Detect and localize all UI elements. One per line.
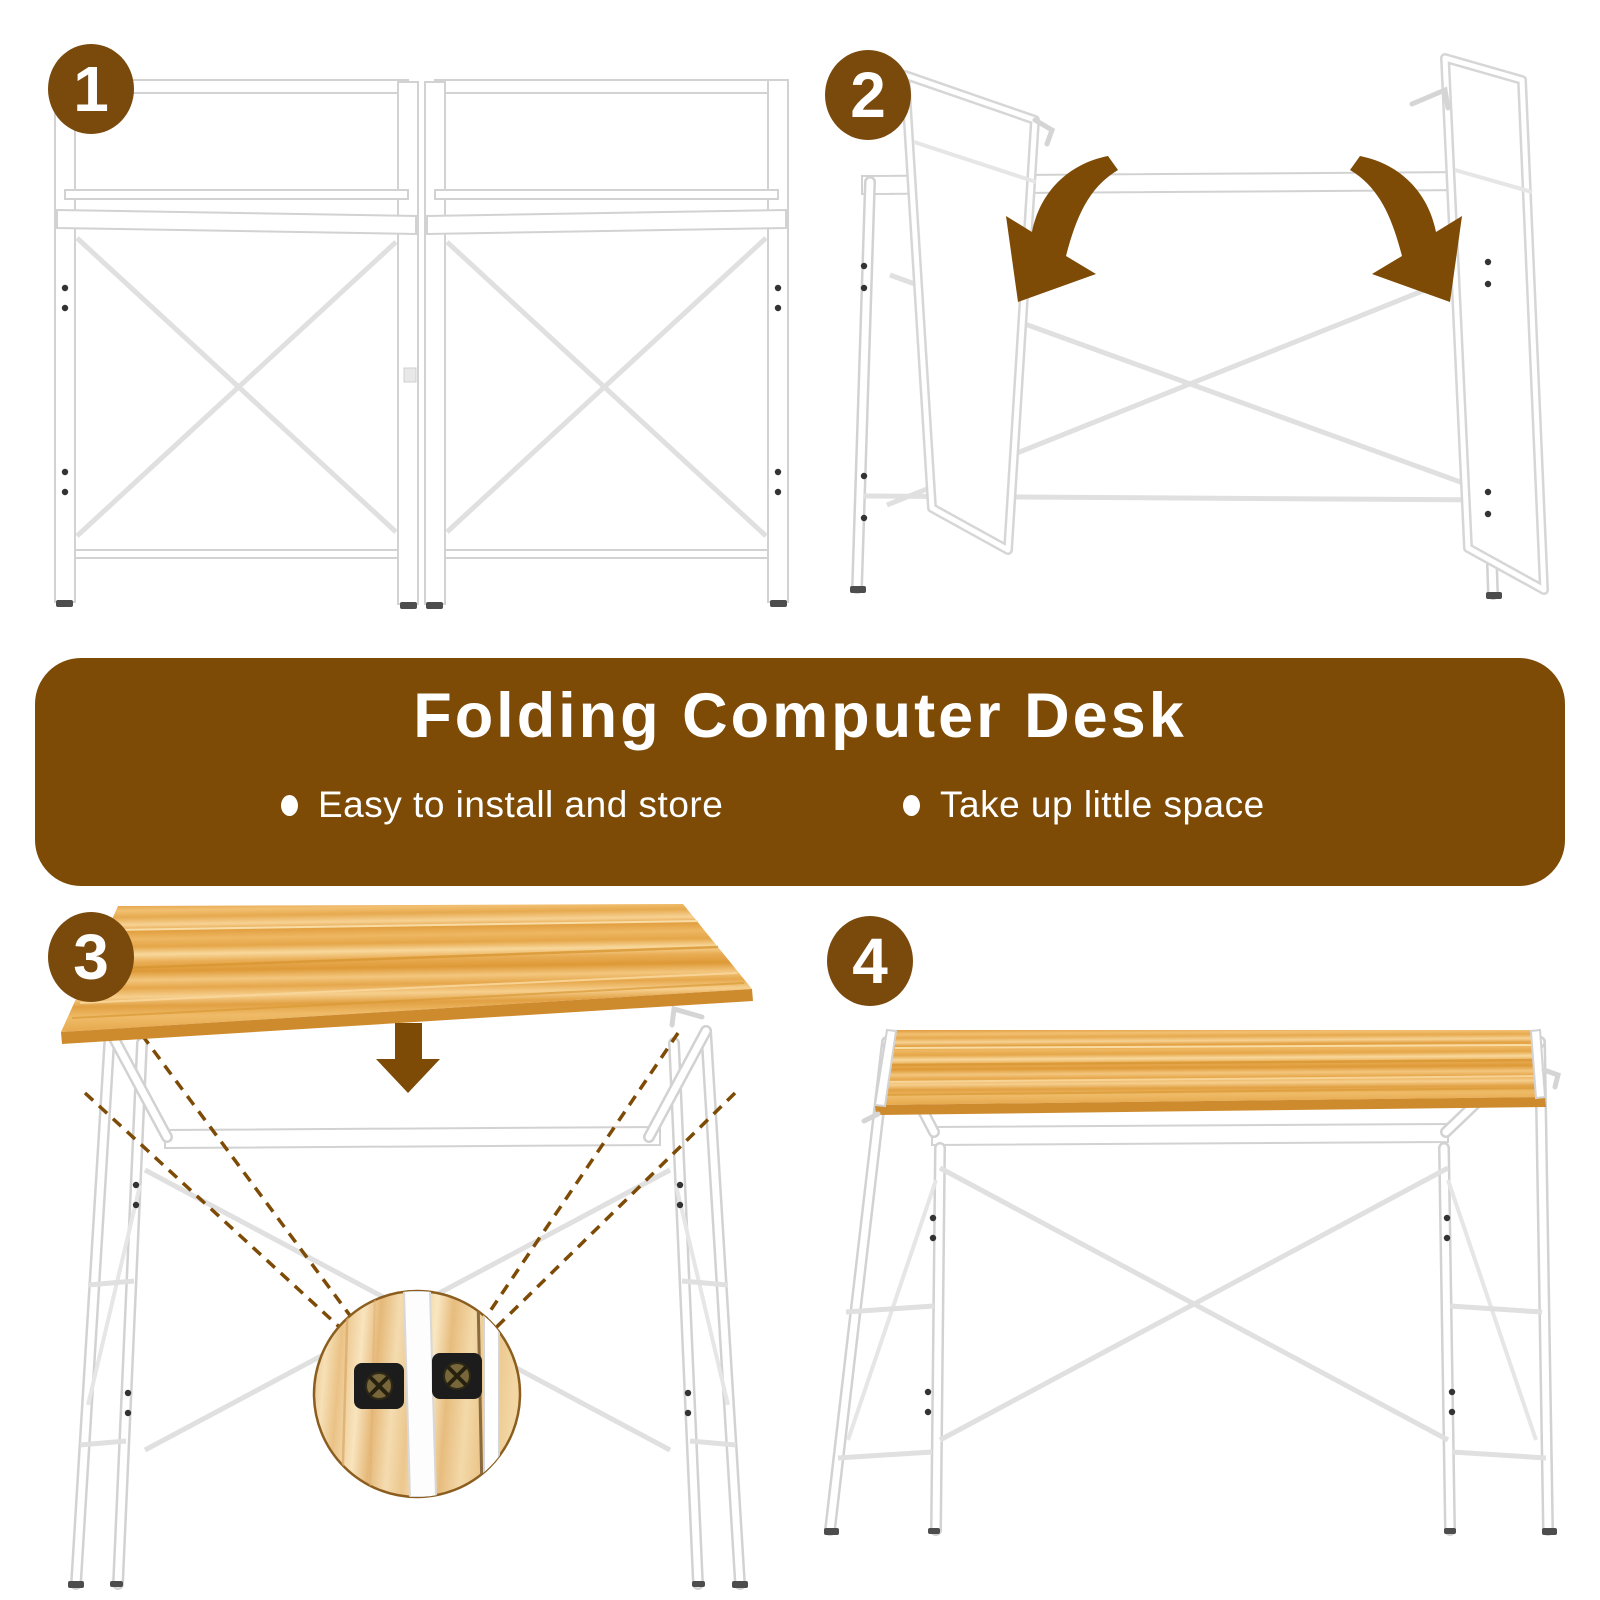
folded-panel-left: [55, 80, 418, 609]
step4-assembled-desk-illustration: [824, 1028, 1561, 1536]
step2-unfolding-frame-illustration: [850, 53, 1549, 600]
fold-arrow-right-icon: [1350, 156, 1462, 302]
step-4-badge: 4: [827, 916, 913, 1006]
bullet-dot-icon: [281, 794, 298, 816]
step-3-badge: 3: [48, 912, 134, 1002]
swinging-side-panel-left: [900, 70, 1056, 555]
desk-frame: [68, 1005, 748, 1590]
feature-bullet-2-label: Take up little space: [940, 784, 1265, 825]
panel-hinge-connector: [403, 367, 417, 383]
feature-bullet-2: Take up little space: [903, 784, 1265, 826]
bullet-dot-icon: [903, 794, 920, 816]
alignment-dashed-lines: [83, 1032, 737, 1359]
step-2-badge: 2: [825, 50, 911, 140]
feature-bullet-1: Easy to install and store: [281, 784, 723, 826]
folded-panel-right: [425, 80, 788, 609]
down-arrow-icon: [376, 1023, 440, 1093]
fold-arrow-left-icon: [1006, 156, 1118, 302]
step-4-number: 4: [852, 925, 888, 997]
banner-title: Folding Computer Desk: [413, 681, 1187, 751]
desktop-wood-panel: [861, 1028, 1561, 1124]
step1-folded-frame-illustration: [30, 30, 790, 615]
step-3-number: 3: [73, 921, 109, 993]
desktop-wood-panel: [61, 904, 753, 1044]
feature-bullet-1-label: Easy to install and store: [318, 784, 724, 825]
desk-frame: [824, 1036, 1557, 1536]
swinging-side-panel-right: [1409, 53, 1549, 595]
title-banner: Folding Computer Desk Easy to install an…: [35, 658, 1565, 886]
hinge-screws: [860, 258, 1492, 522]
step-1-badge: 1: [48, 44, 134, 134]
step3-attach-desktop-illustration: [61, 904, 753, 1590]
step-2-number: 2: [850, 59, 886, 131]
bracket-detail-magnifier: [312, 1289, 522, 1499]
step-1-number: 1: [73, 53, 109, 125]
